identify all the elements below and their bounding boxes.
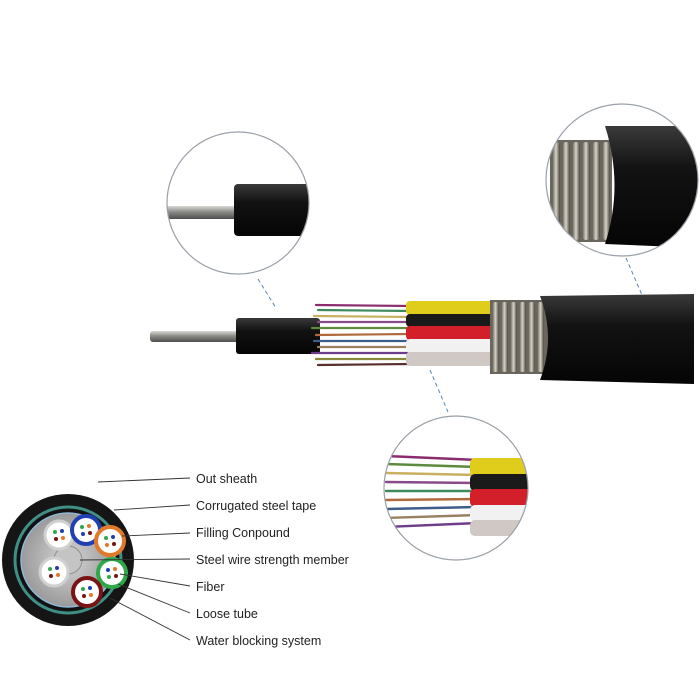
label-water-blocking-system: Water blocking system: [196, 634, 321, 648]
label-filling-compound: Filling Conpound: [196, 526, 290, 540]
callout-line-c: [429, 369, 449, 413]
label-corrugated-steel-tape: Corrugated steel tape: [196, 499, 316, 513]
main-cable: [150, 294, 694, 384]
inner-jacket: [236, 318, 320, 354]
cross-section: [2, 494, 134, 626]
callout-lines: [257, 257, 643, 413]
fiber-fan: [310, 303, 414, 367]
magnifier-rod: [166, 131, 310, 275]
label-steel-wire-strength-member: Steel wire strength member: [196, 553, 349, 567]
legend: Out sheath Corrugated steel tape Filling…: [196, 472, 349, 648]
leader-lines: [79, 477, 191, 641]
callout-line-b: [625, 257, 643, 296]
outer-sheath: [540, 294, 694, 384]
label-fiber: Fiber: [196, 580, 224, 594]
magnifier-corrugated: [545, 103, 699, 257]
corrugated-steel-tape: [490, 300, 550, 374]
cross-tubes: [38, 514, 128, 608]
magnifier-tubes: [383, 415, 529, 561]
steel-rod: [150, 331, 242, 342]
loose-tubes: [406, 301, 496, 366]
cross-fibers: [48, 524, 118, 598]
label-loose-tube: Loose tube: [196, 607, 258, 621]
label-out-sheath: Out sheath: [196, 472, 257, 486]
callout-line-a: [257, 278, 277, 309]
